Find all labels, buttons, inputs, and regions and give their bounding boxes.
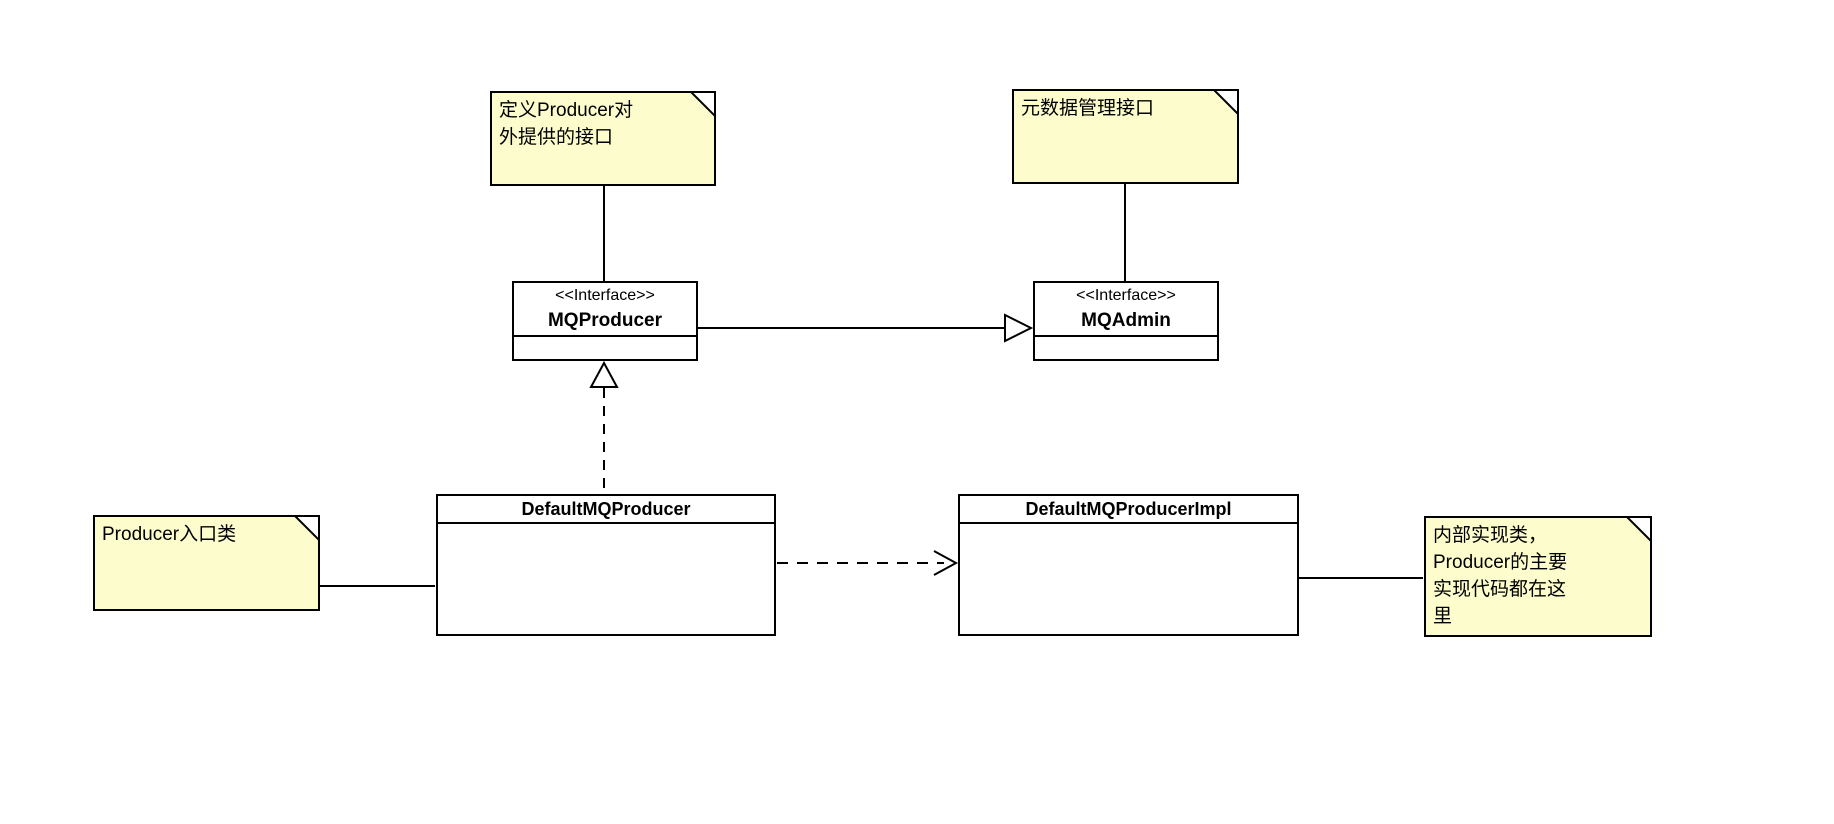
note-shape — [1424, 516, 1652, 637]
note-shape — [490, 91, 716, 186]
hollow-triangle-arrowhead — [1004, 313, 1034, 343]
note-metadata-interface: 元数据管理接口 — [1012, 89, 1239, 184]
note-fold-corner — [1211, 89, 1239, 117]
stereotype-label: <<Interface>> — [1076, 287, 1176, 304]
class-mqadmin: <<Interface>> MQAdmin — [1033, 281, 1219, 361]
open-arrowhead — [933, 550, 959, 576]
note-text: 内部实现类， Producer的主要 实现代码都在这 里 — [1433, 525, 1568, 627]
class-title-section: <<Interface>> MQProducer — [514, 283, 696, 337]
hollow-triangle-arrowhead — [589, 360, 619, 388]
class-name: MQAdmin — [1081, 310, 1171, 331]
note-text: 元数据管理接口 — [1021, 98, 1155, 119]
class-title-section: DefaultMQProducerImpl — [960, 496, 1297, 524]
class-body-empty — [1035, 337, 1217, 359]
class-title-section: <<Interface>> MQAdmin — [1035, 283, 1217, 337]
class-mqproducer: <<Interface>> MQProducer — [512, 281, 698, 361]
note-shape — [93, 515, 320, 611]
note-fold-corner — [292, 515, 320, 543]
class-body-empty — [514, 337, 696, 359]
stereotype-label: <<Interface>> — [555, 287, 655, 304]
class-name: MQProducer — [547, 310, 663, 331]
note-fold-corner — [1624, 516, 1652, 544]
realization-arrow-defaultmqproducer-mqproducer — [589, 360, 619, 493]
class-defaultmqproducer: DefaultMQProducer — [436, 494, 776, 636]
class-body-empty — [438, 524, 774, 634]
note-shape — [1012, 89, 1239, 184]
note-text: 定义Producer对 外提供的接口 — [499, 100, 634, 148]
note-fold-corner — [688, 91, 716, 119]
note-text: Producer入口类 — [102, 524, 237, 545]
dependency-arrow-defaultmqproducer-impl — [777, 550, 959, 576]
class-defaultmqproducerimpl: DefaultMQProducerImpl — [958, 494, 1299, 636]
generalization-arrow-mqproducer-mqadmin — [698, 313, 1034, 343]
note-producer-interface: 定义Producer对 外提供的接口 — [490, 91, 716, 186]
note-internal-impl: 内部实现类， Producer的主要 实现代码都在这 里 — [1424, 516, 1652, 637]
class-body-empty — [960, 524, 1297, 634]
class-name: DefaultMQProducer — [521, 499, 691, 519]
class-title-section: DefaultMQProducer — [438, 496, 774, 524]
class-name: DefaultMQProducerImpl — [1025, 499, 1232, 519]
note-producer-entry: Producer入口类 — [93, 515, 320, 611]
